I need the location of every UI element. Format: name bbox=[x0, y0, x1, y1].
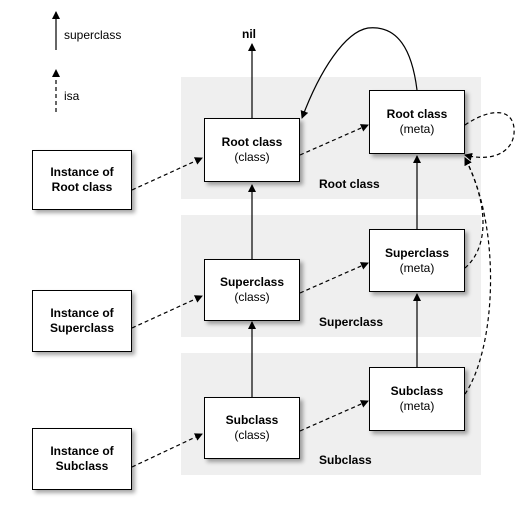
instance-root-line1: Instance of bbox=[50, 165, 114, 179]
isa-arrow-super-instance bbox=[131, 295, 203, 329]
legend-superclass-label: superclass bbox=[64, 28, 122, 42]
superclass-meta-title: Superclass bbox=[384, 245, 450, 260]
root-class-title: Root class bbox=[221, 135, 283, 149]
isa-arrow-sub-instance bbox=[131, 433, 203, 468]
root-meta-kind: (meta) bbox=[399, 122, 435, 136]
subclass-meta-kind: (meta) bbox=[399, 399, 435, 413]
subclass-class-title: Subclass bbox=[225, 413, 279, 427]
subclass-meta-box: Subclass (meta) bbox=[369, 367, 465, 431]
isa-arrow-root-instance bbox=[131, 157, 203, 191]
legend-isa-label: isa bbox=[64, 89, 80, 103]
isa-arrow-sub-class bbox=[299, 400, 369, 432]
instance-root-line2: Root class bbox=[51, 180, 113, 194]
superclass-class-kind: (class) bbox=[234, 290, 270, 304]
subclass-meta-title: Subclass bbox=[390, 384, 444, 398]
superclass-meta-box: Superclass (meta) bbox=[369, 229, 465, 292]
instance-subclass: Instance of Subclass bbox=[32, 428, 132, 490]
subclass-class-kind: (class) bbox=[234, 428, 270, 442]
superclass-class-box: Superclass (class) bbox=[204, 259, 300, 321]
instance-superclass: Instance of Superclass bbox=[32, 290, 132, 352]
isa-arrow-rootmeta-self bbox=[464, 112, 515, 161]
superclass-meta-kind: (meta) bbox=[399, 260, 435, 275]
band-label-sub: Subclass bbox=[319, 453, 372, 467]
instance-super-line2: Superclass bbox=[49, 321, 115, 335]
root-class-kind: (class) bbox=[234, 150, 270, 164]
isa-arrow-root-class bbox=[299, 124, 369, 156]
nil-label: nil bbox=[242, 27, 256, 41]
instance-root-class: Instance of Root class bbox=[32, 150, 132, 210]
root-meta-box: Root class (meta) bbox=[369, 90, 465, 154]
band-label-root: Root class bbox=[319, 177, 380, 191]
superclass-class-title: Superclass bbox=[219, 275, 285, 289]
band-label-super: Superclass bbox=[319, 315, 384, 329]
superclass-arrow-rootmeta-rootclass bbox=[300, 27, 418, 119]
instance-sub-line2: Subclass bbox=[55, 459, 109, 473]
isa-arrow-submeta bbox=[464, 157, 492, 395]
isa-arrow-supermeta bbox=[464, 157, 484, 269]
instance-sub-line1: Instance of bbox=[50, 444, 114, 458]
root-meta-title: Root class bbox=[386, 107, 448, 121]
instance-super-line1: Instance of bbox=[50, 306, 114, 320]
subclass-class-box: Subclass (class) bbox=[204, 397, 300, 459]
root-class-box: Root class (class) bbox=[204, 118, 300, 182]
isa-arrow-super-class bbox=[299, 262, 369, 294]
